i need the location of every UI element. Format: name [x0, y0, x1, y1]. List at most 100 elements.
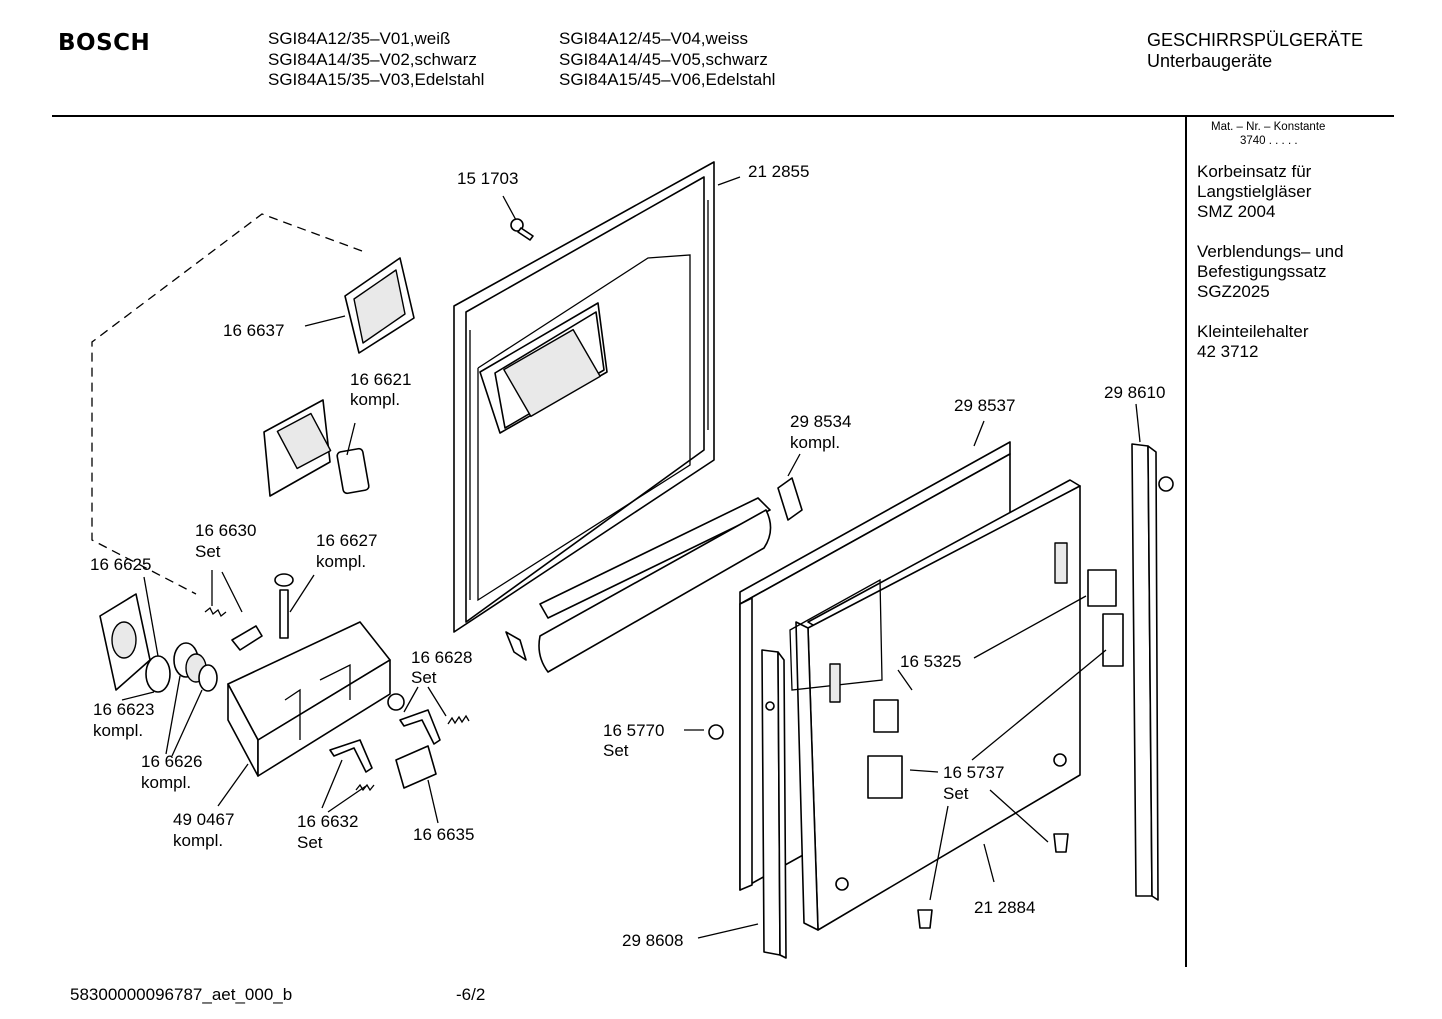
- mounting-bracket: [867, 755, 903, 799]
- accessory-small-parts-holder: Kleinteilehalter 42 3712: [1197, 322, 1309, 362]
- bayonet-sleeve: [173, 642, 207, 683]
- accessory-line: Langstielgläser: [1197, 182, 1312, 201]
- ball-part: [387, 693, 405, 711]
- mat-label-value: 3740 . . . . .: [1240, 135, 1298, 147]
- leader-line: [427, 779, 439, 824]
- outer-door-panel: [789, 479, 1081, 931]
- part-label: 16 5770: [603, 721, 664, 740]
- rinse-aid-cover: [263, 399, 370, 497]
- category-title: GESCHIRRSPÜLGERÄTE: [1147, 30, 1364, 50]
- accessory-line: 42 3712: [1197, 342, 1259, 361]
- spring-part: [204, 606, 227, 618]
- leader-line: [983, 843, 995, 883]
- trim-clip: [505, 631, 527, 661]
- leader-line: [403, 686, 447, 717]
- part-label: 16 6635: [413, 825, 474, 844]
- part-label-note: Set: [603, 741, 629, 760]
- model-list-1: SGI84A12/35–V01,weiß SGI84A14/35–V02,sch…: [268, 29, 484, 91]
- header-divider: [52, 115, 1394, 117]
- part-label: 16 6625: [90, 555, 151, 574]
- part-label: 29 8608: [622, 931, 683, 950]
- screw: [510, 218, 534, 241]
- accessory-line: Korbeinsatz für: [1197, 162, 1312, 181]
- fixing-bracket: [1102, 613, 1124, 667]
- part-label: 16 6630: [195, 521, 256, 540]
- accessory-panel-kit: Verblendungs– und Befestigungssatz SGZ20…: [1197, 242, 1344, 302]
- accessory-line: Verblendungs– und: [1197, 242, 1344, 261]
- leader-line: [909, 649, 1107, 901]
- panel-clip: [1087, 569, 1117, 607]
- leader-line: [321, 759, 367, 813]
- material-number-label: Mat. – Nr. – Konstante 3740 . . . . .: [1211, 120, 1325, 148]
- part-label-note: kompl.: [173, 831, 223, 850]
- panel-foot: [1053, 833, 1069, 853]
- dispenser-solenoid: [395, 745, 437, 789]
- cap-plug: [1158, 476, 1174, 492]
- category-subtitle: Unterbaugeräte: [1147, 51, 1273, 71]
- dispenser-cap: [99, 593, 151, 691]
- part-label: 16 6626: [141, 752, 202, 771]
- catch-spring: [355, 783, 375, 792]
- part-label: 49 0467: [173, 810, 234, 829]
- leader-line: [211, 570, 243, 613]
- part-label: 21 2884: [974, 898, 1035, 917]
- part-label-note: Set: [195, 542, 221, 561]
- side-strip-left: [761, 649, 787, 959]
- side-strip-right: [1131, 443, 1159, 901]
- part-label-note: kompl.: [93, 721, 143, 740]
- part-label-note: kompl.: [141, 773, 191, 792]
- part-label-note: Set: [411, 668, 437, 687]
- accessory-line: SMZ 2004: [1197, 202, 1276, 221]
- model-entry: SGI84A15/45–V06,Edelstahl: [559, 70, 776, 89]
- document-id: 58300000096787_aet_000_b: [70, 985, 293, 1004]
- part-label: 29 8534: [790, 412, 851, 431]
- leader-line: [289, 574, 315, 613]
- model-entry: SGI84A12/45–V04,weiss: [559, 29, 749, 48]
- dispenser-window-frame: [344, 257, 415, 354]
- latch-spring: [447, 714, 470, 725]
- hinge-bracket: [777, 477, 803, 521]
- part-label: 15 1703: [457, 169, 518, 188]
- inner-door-panel: [453, 161, 715, 633]
- leader-line: [217, 763, 249, 807]
- part-label-note: Set: [943, 784, 969, 803]
- bottom-trim-strip: [505, 497, 772, 673]
- part-label: 16 5325: [900, 652, 961, 671]
- o-ring: [198, 664, 218, 692]
- leader-line: [346, 422, 356, 456]
- leader-line: [121, 691, 155, 701]
- leader-line: [165, 675, 203, 757]
- mounting-bracket: [873, 699, 899, 733]
- assembly-dashed-line: [91, 213, 363, 595]
- latch-lever: [399, 709, 441, 745]
- leader-line: [143, 576, 159, 657]
- part-label: 29 8610: [1104, 383, 1165, 402]
- accessory-line: SGZ2025: [1197, 282, 1270, 301]
- model-entry: SGI84A12/35–V01,weiß: [268, 29, 451, 48]
- part-label-note: Set: [297, 833, 323, 852]
- part-label-note: kompl.: [790, 433, 840, 452]
- panel-foot: [917, 909, 933, 929]
- sidebar-divider: [1185, 115, 1187, 967]
- part-label: 16 6627: [316, 531, 377, 550]
- leader-line: [502, 195, 517, 221]
- part-label: 16 6623: [93, 700, 154, 719]
- detergent-dispenser: [227, 621, 391, 777]
- page-number: -6/2: [456, 985, 486, 1004]
- accessory-line: Befestigungssatz: [1197, 262, 1327, 281]
- leader-line: [787, 453, 801, 477]
- accessory-line: Kleinteilehalter: [1197, 322, 1309, 341]
- category-heading: GESCHIRRSPÜLGERÄTE Unterbaugeräte: [1147, 30, 1363, 72]
- cap-plug: [708, 724, 724, 740]
- part-label: 16 6637: [223, 321, 284, 340]
- part-label: 16 6632: [297, 812, 358, 831]
- leader-line: [897, 595, 1087, 691]
- part-label-note: kompl.: [316, 552, 366, 571]
- model-list-2: SGI84A12/45–V04,weiss SGI84A14/45–V05,sc…: [559, 29, 775, 91]
- lever-part: [231, 625, 263, 651]
- catch-lever: [329, 739, 373, 773]
- leader-line: [697, 923, 759, 939]
- leader-line: [973, 420, 985, 447]
- part-label-note: kompl.: [350, 390, 400, 409]
